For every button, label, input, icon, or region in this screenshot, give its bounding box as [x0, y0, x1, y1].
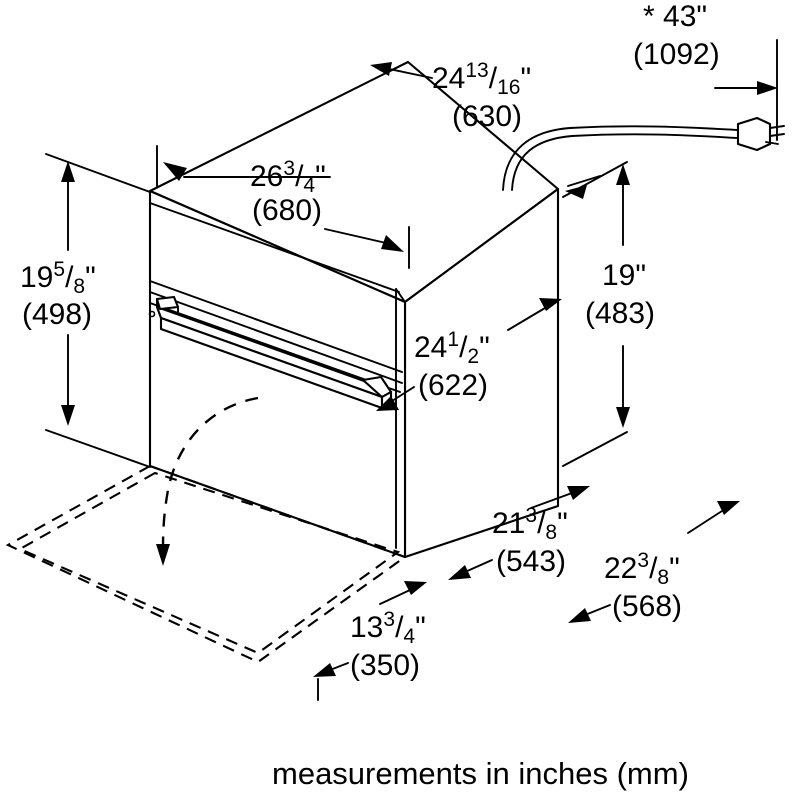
dim-width-inches: 263/4"	[250, 157, 326, 197]
arrowhead-cord	[757, 81, 778, 95]
dim-cutout-depth-inches: 213/8"	[492, 504, 568, 544]
dim-depth-mm: (630)	[452, 100, 522, 133]
arrowhead-cutout-width-up	[539, 298, 562, 311]
dim-body-depth-inches: 223/8"	[604, 549, 680, 589]
dim-width-mm: (680)	[252, 194, 322, 227]
dimension-overall-height: 195/8" (498)	[20, 153, 151, 468]
dim-height-inches: 195/8"	[20, 258, 96, 298]
arrowhead-ch-up-lead	[567, 175, 601, 187]
dim-cutout-width-mm: (622)	[418, 369, 488, 402]
arrowhead-bd-up	[717, 501, 740, 515]
dim-body-depth-mm: (568)	[612, 590, 682, 623]
dimension-cutout-width: 241/2" (622)	[376, 298, 562, 411]
arrowhead-width-right	[381, 235, 404, 252]
dim-cutout-width-inches: 241/2"	[414, 328, 490, 368]
arrowhead-height-down	[61, 405, 75, 426]
power-plug	[736, 116, 785, 152]
dimension-overall-width: 263/4" (680)	[156, 145, 410, 269]
dimension-body-depth: 223/8" (568)	[568, 501, 740, 623]
footprint-inner	[17, 471, 401, 655]
dim-cutout-height-mm: (483)	[585, 297, 655, 330]
dimension-cutout-height: 19" (483)	[562, 161, 655, 467]
door-handle[interactable]	[155, 295, 393, 410]
dim-cutout-depth-mm: (543)	[496, 545, 566, 578]
front-top-bevel-edge	[149, 202, 400, 293]
cutout-height-ext-bottom	[562, 431, 628, 467]
arrowhead-do-down	[313, 663, 336, 677]
dimension-cutout-depth: 213/8" (543)	[448, 486, 590, 580]
dim-cutout-height-inches: 19"	[602, 259, 646, 292]
dim-cord-inches: * 43"	[643, 0, 707, 33]
dimension-overall-depth: 2413/16" (630)	[370, 59, 531, 133]
door-top-edge	[149, 302, 401, 393]
arrowhead-height-up	[61, 161, 75, 182]
control-panel-lower-edge-2	[149, 291, 403, 384]
dim-depth-inches: 2413/16"	[432, 59, 531, 99]
oven-body	[148, 60, 560, 559]
arrowhead-ch-up-head	[565, 185, 587, 199]
height-ext-bottom	[45, 429, 151, 468]
height-ext-top	[45, 153, 151, 193]
dim-cord-mm: (1092)	[633, 38, 720, 71]
arrowhead-cutout-width-down	[376, 396, 399, 411]
arrowhead-width-left	[163, 162, 187, 181]
control-panel-lower-edge	[149, 280, 403, 373]
dim-door-open-mm: (350)	[350, 649, 420, 682]
dim-door-open-inches: 133/4"	[350, 608, 426, 648]
arrowhead-do-up	[404, 581, 427, 595]
front-right-edge-cap	[395, 288, 406, 303]
handle-standoff-left-edge	[156, 298, 179, 313]
power-cord	[502, 116, 785, 191]
open-door-footprint	[5, 464, 408, 664]
arrowhead-19-down	[616, 407, 630, 428]
arrowhead-cd-down	[448, 565, 471, 580]
arrowhead-19-up	[616, 164, 630, 185]
dimension-door-open-projection: 133/4" (350)	[313, 581, 427, 701]
arrowhead-bd-down	[568, 608, 591, 623]
arrowhead-depth	[370, 62, 392, 76]
door-swing-arrowhead	[156, 544, 170, 566]
caption: measurements in inches (mm)	[272, 756, 689, 791]
dim-height-mm: (498)	[22, 298, 92, 331]
handle-mount-dot	[148, 310, 156, 318]
arrowhead-cd-up	[567, 486, 590, 500]
dimension-cord-length: * 43" (1092)	[633, 0, 778, 141]
handle-standoff-left	[155, 295, 180, 311]
door-swing-arc	[156, 396, 259, 566]
